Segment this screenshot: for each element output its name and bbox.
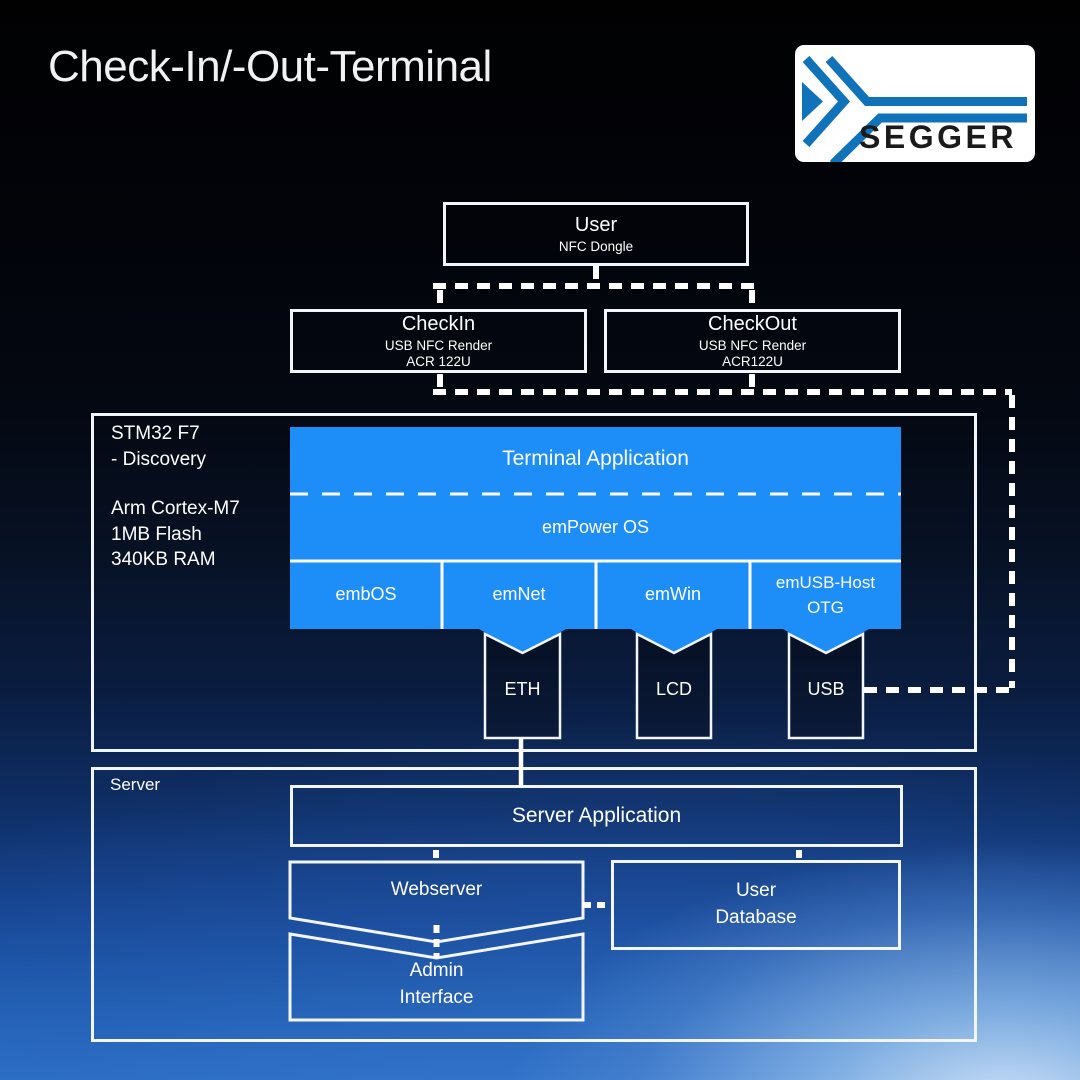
checkout-line1: USB NFC Render [698,337,807,353]
stm32-variant: - Discovery [111,448,207,470]
port-eth-shape [483,631,562,740]
module-emwin-text: emWin [644,584,701,605]
port-eth-label: ETH [485,645,560,735]
port-usb-label: USB [789,645,863,735]
logo-bottom-bar-diagonal [829,113,1027,168]
checkin-node [290,309,587,373]
checkout-node-label: CheckOut USB NFC Render ACR122U [604,312,901,370]
page-title: Check-In/-Out-Terminal [48,42,492,91]
checkin-line2: ACR 122U [406,354,471,369]
server-application-node [290,785,903,847]
stm32-description: STM32 F7 - Discovery Arm Cortex-M7 1MB F… [111,421,240,573]
checkout-title: CheckOut [708,312,797,335]
module-emnet-text: emNet [492,584,546,605]
admin-interface-label: Admin Interface [290,952,583,1018]
port-usb-shape [787,631,865,740]
server-panel-label: Server [110,775,161,794]
logo-chevron-1 [802,56,851,147]
webserver-shape [288,860,585,944]
port-usb-text: USB [807,679,845,700]
stm32-text-gap [111,472,240,496]
checkin-node-label: CheckIn USB NFC Render ACR 122U [290,312,587,370]
module-emusb-line1: emUSB-Host [775,572,876,592]
empower-os-text: emPower OS [541,516,650,537]
admin-interface-shape [288,932,585,1022]
segger-logo-text: SEGGER [859,119,1017,155]
webserver-text: Webserver [390,878,483,900]
admin-line1: Admin [409,960,464,982]
terminal-application-label: Terminal Application [290,427,901,491]
port-lcd-text: LCD [655,679,692,700]
module-embos-text: embOS [335,584,397,605]
server-application-label: Server Application [290,785,903,847]
stm32-name: STM32 F7 [111,423,200,444]
checkout-line2: ACR122U [722,354,783,369]
module-emusb: emUSB-Host OTG [750,561,901,629]
stm32-cpu: Arm Cortex-M7 [111,498,240,519]
stm32-board-panel [91,413,977,752]
server-application-text: Server Application [511,804,682,828]
port-lcd-label: LCD [637,645,711,735]
user-node [443,202,749,266]
database-line2: Database [715,907,797,928]
logo-triangle [802,82,823,121]
module-emwin: emWin [596,561,750,629]
module-emnet: emNet [442,561,596,629]
segger-logo-mark-icon [802,56,1027,168]
stm32-flash: 1MB Flash [111,523,202,545]
checkin-title: CheckIn [401,312,476,335]
user-subtitle: NFC Dongle [558,238,634,254]
checkin-line1: USB NFC Render [384,337,493,353]
server-panel [91,767,977,1042]
admin-line2: Interface [399,987,474,1008]
checkout-node [604,309,901,373]
module-embos: embOS [290,561,442,629]
webserver-label: Webserver [290,862,583,918]
user-database-label: User Database [611,860,901,950]
user-node-label: User NFC Dongle [443,206,749,262]
user-database-node [611,860,901,950]
port-eth-text: ETH [504,679,541,700]
empower-os-label: emPower OS [290,494,901,561]
segger-logo: SEGGER [795,45,1035,168]
logo-chevron-2-top-bar [825,56,1027,106]
stm32-ram: 340KB RAM [111,549,216,570]
user-title: User [574,213,618,236]
database-line1: User [735,880,777,902]
module-emusb-line2: OTG [807,598,844,617]
terminal-application-text: Terminal Application [502,447,689,471]
port-lcd-shape [635,631,713,740]
